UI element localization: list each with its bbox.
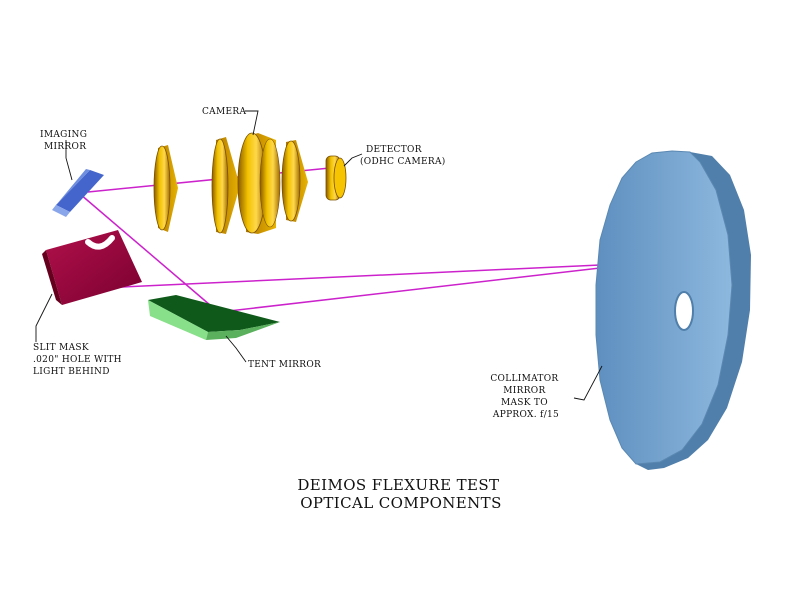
collimator-leader <box>573 365 603 401</box>
camera-lens-1 <box>153 145 178 232</box>
slit-mask-label: SLIT MASK .020" HOLE WITH LIGHT BEHIND <box>33 343 125 377</box>
camera-lens-2 <box>211 137 240 234</box>
diagram-title: DEIMOS FLEXURE TEST OPTICAL COMPONENTS <box>297 476 504 512</box>
imaging-mirror-leader <box>65 140 73 181</box>
tent-mirror <box>148 295 280 340</box>
slit-mask <box>42 230 142 305</box>
label-leaders <box>35 110 603 401</box>
beam-tent-to-collimator <box>219 267 601 313</box>
collimator-label: COLLIMATOR MIRROR MASK TO APPROX. f/15 <box>490 374 561 420</box>
title-line-1: DEIMOS FLEXURE TEST <box>297 476 499 494</box>
camera-lens-group <box>153 132 347 234</box>
tent-mirror-leader <box>225 335 247 363</box>
detector-leader <box>343 153 363 167</box>
camera-label: CAMERA <box>202 107 246 117</box>
tent-mirror-label: TENT MIRROR <box>248 360 321 370</box>
camera-lens-3 <box>237 132 281 234</box>
beam-imaging-to-tent <box>79 193 211 306</box>
slit-mask-leader <box>35 293 53 342</box>
imaging-mirror <box>52 169 104 217</box>
camera-lens-4 <box>281 140 308 222</box>
title-line-2: OPTICAL COMPONENTS <box>300 494 502 512</box>
collimator-center-hole <box>674 291 694 331</box>
beam-mask-to-collimator <box>99 264 601 289</box>
imaging-mirror-label: IMAGING MIRROR <box>40 130 90 152</box>
detector-label: DETECTOR (ODHC CAMERA) <box>360 145 446 167</box>
collimator-mirror <box>595 150 751 470</box>
camera-leader <box>245 110 259 136</box>
detector <box>325 155 347 201</box>
